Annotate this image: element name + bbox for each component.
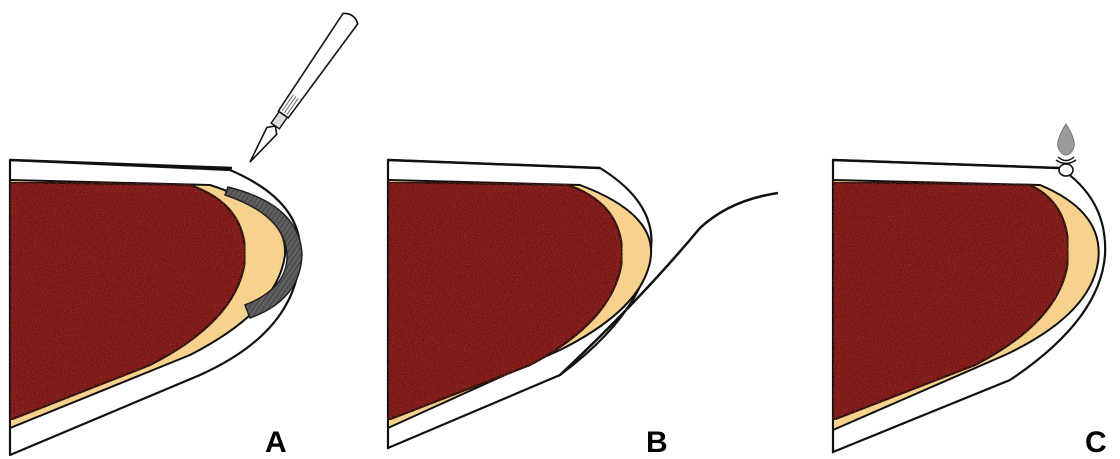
panel-label-c: C xyxy=(1085,426,1107,459)
panel-label-a: A xyxy=(265,426,287,459)
drop-icon xyxy=(1058,124,1075,155)
panel-b: B xyxy=(388,160,778,459)
scalpel-icon xyxy=(243,11,360,168)
panel-label-b: B xyxy=(646,426,668,459)
panel-c: C xyxy=(833,124,1107,459)
panel-a: A xyxy=(10,11,360,459)
